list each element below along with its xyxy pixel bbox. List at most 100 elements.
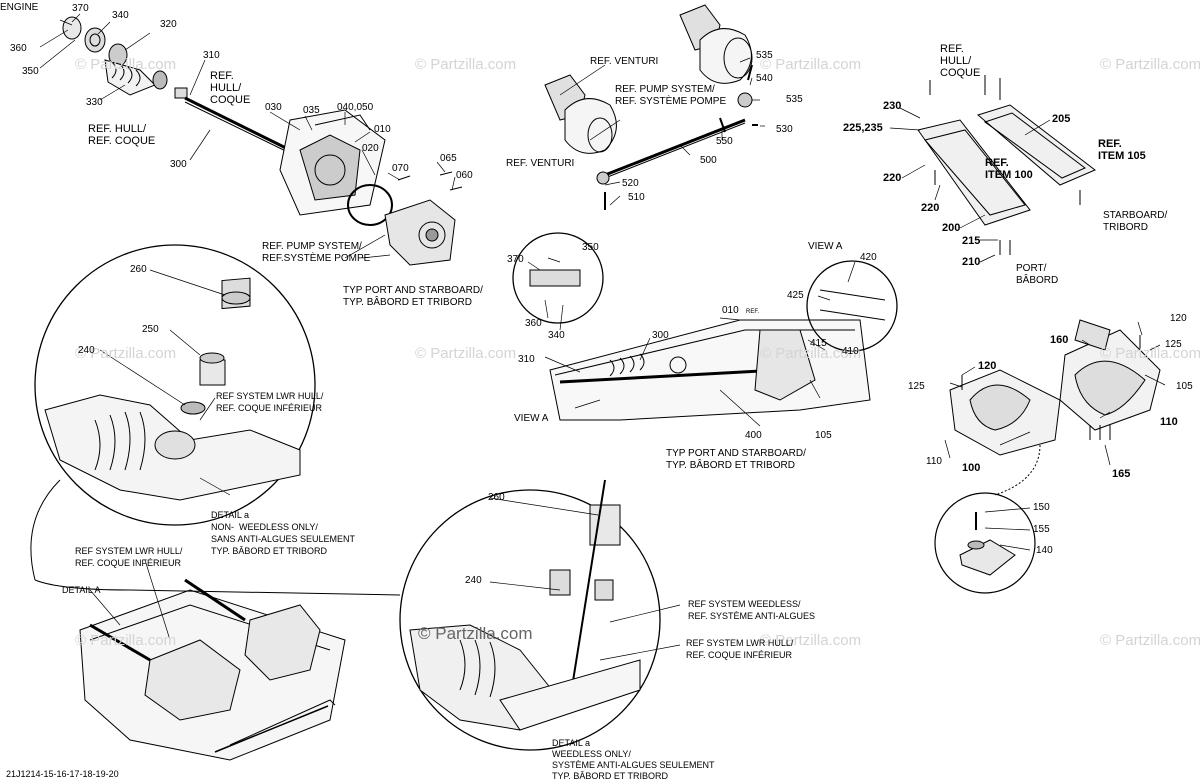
- part-number: 360: [10, 43, 27, 54]
- intake-assembly: [934, 319, 1161, 594]
- part-number: 140: [1036, 545, 1053, 556]
- ref-lwr-hull-label: REF SYSTEM LWR HULL/ REF. COQUE INFÉRIEU…: [686, 638, 794, 660]
- part-number: 300: [170, 159, 187, 170]
- part-number: 330: [86, 97, 103, 108]
- part-number: 205: [1052, 113, 1071, 125]
- part-number: 165: [1112, 468, 1131, 480]
- leader-lines: [39, 13, 1166, 661]
- part-number: 300: [652, 330, 669, 341]
- watermark: © Partzilla.com: [415, 345, 517, 362]
- ref-small-label: REF.: [746, 309, 760, 315]
- part-number: 410: [842, 346, 859, 357]
- part-number: 100: [962, 462, 981, 474]
- ref-pump-label: REF. PUMP SYSTEM/ REF.SYSTÈME POMPE: [262, 241, 371, 264]
- ref-pump-mid-label: REF. PUMP SYSTEM/ REF. SYSTÈME POMPE: [615, 84, 727, 107]
- part-number: 350: [582, 242, 599, 253]
- driveshaft-assembly: [62, 16, 463, 266]
- ref-hull-right-label: REF. HULL/ COQUE: [940, 43, 981, 79]
- ref-venturi-label: REF. VENTURI: [506, 158, 575, 169]
- part-number: 340: [112, 10, 129, 21]
- part-number: 215: [962, 235, 981, 247]
- part-number: 240: [78, 345, 95, 356]
- part-number: 260: [130, 264, 147, 275]
- ref-hull-label: REF. HULL/ COQUE: [210, 70, 251, 106]
- part-number: 350: [22, 66, 39, 77]
- ref-item-100-label: REF. ITEM 100: [985, 157, 1033, 181]
- watermark: © Partzilla.com: [75, 345, 177, 362]
- watermark: © Partzilla.com: [1100, 632, 1200, 649]
- part-number: 065: [440, 153, 457, 164]
- rail-assembly: [917, 75, 1096, 255]
- part-number: 320: [160, 19, 177, 30]
- part-number: 120: [1170, 313, 1187, 324]
- port-label: PORT/ BÂBORD: [1016, 263, 1059, 286]
- starboard-label: STARBOARD/ TRIBORD: [1103, 210, 1168, 233]
- ref-venturi-label: REF. VENTURI: [590, 56, 659, 67]
- part-number: 220: [883, 172, 902, 184]
- engine-label: ENGINE: [0, 2, 39, 13]
- ref-item-105-label: REF. ITEM 105: [1098, 138, 1146, 162]
- typ-port-label: TYP PORT AND STARBOARD/ TYP. BÂBORD ET T…: [343, 285, 483, 308]
- watermark: © Partzilla.com: [760, 56, 862, 73]
- part-number: 535: [756, 50, 773, 61]
- ref-hull-coque-label: REF. HULL/ REF. COQUE: [88, 123, 156, 147]
- part-number: 010: [722, 305, 739, 316]
- part-number: 260: [488, 492, 505, 503]
- watermark: © Partzilla.com: [75, 632, 177, 649]
- part-number: 230: [883, 100, 902, 112]
- part-number: 035: [303, 105, 320, 116]
- part-number: 500: [700, 155, 717, 166]
- part-number: 415: [810, 338, 827, 349]
- detail-a-note: DETAIL a NON- WEEDLESS ONLY/ SANS ANTI-A…: [211, 510, 356, 556]
- center-watermark: © Partzilla.com: [418, 624, 533, 643]
- part-number: 070: [392, 163, 409, 174]
- part-number: 125: [1165, 339, 1182, 350]
- footer-code: 21J1214-15-16-17-18-19-20: [6, 769, 119, 779]
- part-number: 040,050: [337, 102, 374, 113]
- part-number: 200: [942, 222, 961, 234]
- side-view: [512, 232, 898, 421]
- watermark: © Partzilla.com: [415, 56, 517, 73]
- part-number: 370: [72, 3, 89, 14]
- part-number: 420: [860, 252, 877, 263]
- watermark: © Partzilla.com: [760, 345, 862, 362]
- ref-lwr-hull-label: REF SYSTEM LWR HULL/ REF. COQUE INFÉRIEU…: [216, 391, 324, 413]
- part-number: 360: [525, 318, 542, 329]
- detail-a-label: DETAIL A: [62, 585, 101, 595]
- part-number: 540: [756, 73, 773, 84]
- part-number: 010: [374, 124, 391, 135]
- ref-weedless-label: REF SYSTEM WEEDLESS/ REF. SYSTÈME ANTI-A…: [688, 599, 816, 621]
- detail-a-note: DETAIL a WEEDLESS ONLY/ SYSTÈME ANTI-ALG…: [552, 738, 715, 781]
- typ-port-mid-label: TYP PORT AND STARBOARD/ TYP. BÂBORD ET T…: [666, 448, 806, 471]
- part-number: 550: [716, 136, 733, 147]
- detail-circle-bottom: [399, 479, 661, 751]
- part-number: 510: [628, 192, 645, 203]
- part-number: 520: [622, 178, 639, 189]
- part-number: 160: [1050, 334, 1069, 346]
- watermark: © Partzilla.com: [75, 56, 177, 73]
- part-number: 340: [548, 330, 565, 341]
- part-number: 110: [926, 456, 942, 467]
- part-number: 150: [1033, 502, 1050, 513]
- part-number: 155: [1033, 524, 1050, 535]
- part-number: 125: [908, 381, 925, 392]
- part-number: 370: [507, 254, 524, 265]
- watermark: © Partzilla.com: [1100, 345, 1200, 362]
- part-number: 110: [1160, 416, 1178, 428]
- part-number: 530: [776, 124, 793, 135]
- part-number: 310: [518, 354, 535, 365]
- detail-circle-left: [34, 244, 316, 526]
- watermark: © Partzilla.com: [760, 632, 862, 649]
- watermark: © Partzilla.com: [1100, 56, 1200, 73]
- part-number: 535: [786, 94, 803, 105]
- part-number: 310: [203, 50, 220, 61]
- view-a-label: VIEW A: [808, 241, 843, 252]
- part-number: 020: [362, 143, 379, 154]
- part-number: 120: [978, 360, 997, 372]
- part-number: 425: [787, 290, 804, 301]
- part-number: 060: [456, 170, 473, 181]
- part-number: 030: [265, 102, 282, 113]
- part-number: 240: [465, 575, 482, 586]
- part-number: 400: [745, 430, 762, 441]
